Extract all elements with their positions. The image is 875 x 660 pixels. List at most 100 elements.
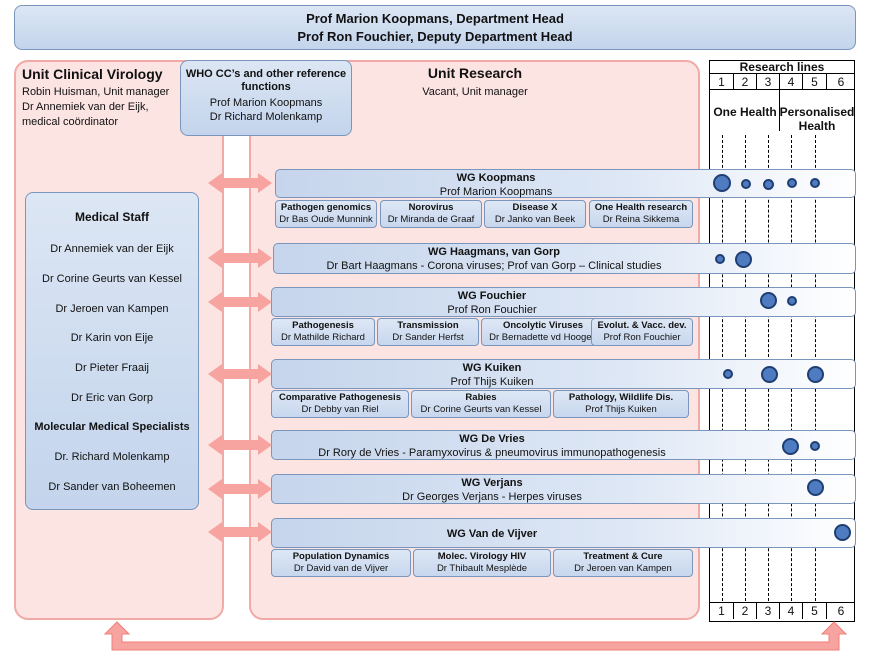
- subgroup-title: One Health research: [594, 202, 688, 213]
- who-title: WHO CC’s and other reference functions: [185, 68, 347, 93]
- working-group-bar: WG Verjans Dr Georges Verjans - Herpes vi…: [271, 474, 856, 504]
- research-line-number-top: 4: [780, 73, 803, 90]
- subgroup-title: Molec. Virology HIV: [437, 551, 527, 562]
- clinical-coordinator-1: Dr Annemiek van der Eijk,: [22, 101, 149, 113]
- personalised-label: Personalised: [779, 105, 855, 119]
- unit-clinical-title: Unit Clinical Virology: [22, 66, 163, 82]
- department-head: Prof Marion Koopmans, Department Head: [306, 11, 564, 26]
- subgroup-box: Pathology, Wildlife Dis.Prof Thijs Kuike…: [553, 390, 689, 418]
- staff-member: Dr Jeroen van Kampen: [55, 303, 169, 315]
- subgroup-title: Pathogenesis: [292, 320, 354, 331]
- research-line-dot: [781, 437, 799, 455]
- working-group-lead: Prof Thijs Kuiken: [450, 376, 534, 388]
- subgroup-title: Norovirus: [408, 202, 454, 213]
- working-group-lead: Dr Georges Verjans - Herpes viruses: [402, 491, 582, 503]
- subgroup-title: Oncolytic Viruses: [502, 320, 584, 331]
- research-line-dot: [759, 291, 777, 309]
- working-group-title: WG Van de Vijver: [446, 528, 538, 540]
- subgroup-lead: Dr Bas Oude Munnink: [279, 214, 373, 225]
- research-line-dot: [741, 179, 751, 189]
- research-line-dot: [760, 365, 778, 383]
- connector-arrow: [208, 248, 272, 268]
- research-line-number-top: 3: [757, 73, 780, 90]
- research-line-number-bottom: 4: [780, 602, 803, 619]
- research-line-dot: [806, 478, 824, 496]
- research-line-dot: [713, 174, 731, 192]
- group-divider: [779, 89, 780, 131]
- subgroup-lead: Dr Bernadette vd Hoogen: [489, 332, 597, 343]
- research-line-number-bottom: 2: [734, 602, 757, 619]
- working-group-title: WG Verjans: [461, 477, 523, 489]
- medical-staff-box: [25, 192, 199, 510]
- subgroup-lead: Dr Debby van Riel: [301, 404, 379, 415]
- working-group-title: WG Koopmans: [456, 172, 536, 184]
- research-line-dot: [723, 369, 733, 379]
- deputy-head: Prof Ron Fouchier, Deputy Department Hea…: [297, 29, 573, 44]
- staff-member: Dr Eric van Gorp: [71, 392, 153, 404]
- subgroup-title: Population Dynamics: [292, 551, 390, 562]
- connector-arrow: [208, 435, 272, 455]
- subgroup-title: Comparative Pathogenesis: [279, 392, 401, 403]
- subgroup-lead: Dr Mathilde Richard: [281, 332, 365, 343]
- research-manager: Vacant, Unit manager: [422, 86, 528, 98]
- subgroup-lead: Prof Thijs Kuiken: [585, 404, 657, 415]
- working-group-title: WG De Vries: [459, 433, 525, 445]
- research-line-number-top: 5: [803, 73, 827, 90]
- department-header: Prof Marion Koopmans, Department Head Pr…: [14, 5, 856, 50]
- research-line-dot: [806, 365, 824, 383]
- research-line-number-top: 2: [734, 73, 757, 90]
- working-group-title: WG Fouchier: [457, 290, 527, 302]
- specialist-member: Dr. Richard Molenkamp: [54, 451, 170, 463]
- subgroup-lead: Dr Thibault Mesplède: [436, 563, 528, 574]
- subgroup-title: Treatment & Cure: [583, 551, 663, 562]
- research-line-dot: [810, 178, 820, 188]
- working-group-lead: Prof Marion Koopmans: [439, 186, 553, 198]
- staff-member: Dr Corine Geurts van Kessel: [42, 273, 182, 285]
- subgroup-lead: Prof Ron Fouchier: [603, 332, 681, 343]
- subgroup-title: Pathology, Wildlife Dis.: [568, 392, 674, 403]
- working-group-bar: WG Van de Vijver: [271, 518, 856, 548]
- research-line-dot: [833, 523, 851, 541]
- working-group-lead: Dr Bart Haagmans - Corona viruses; Prof …: [326, 260, 662, 272]
- subgroup-lead: Dr Jeroen van Kampen: [574, 563, 672, 574]
- research-lines-title: Research lines: [739, 60, 825, 74]
- subgroup-title: Evolut. & Vacc. dev.: [597, 320, 687, 331]
- trunk-connector: [224, 130, 249, 640]
- clinical-manager: Robin Huisman, Unit manager: [22, 86, 170, 98]
- personalised-health-label: Personalised Health: [779, 105, 855, 133]
- staff-member: Dr Annemiek van der Eijk: [50, 243, 174, 255]
- who-person-2: Dr Richard Molenkamp: [209, 111, 323, 123]
- connector-arrow: [208, 173, 272, 193]
- subgroup-lead: Dr Corine Geurts van Kessel: [420, 404, 542, 415]
- specialists-title: Molecular Medical Specialists: [34, 421, 190, 433]
- research-line-number-top: 1: [710, 73, 734, 90]
- who-person-1: Prof Marion Koopmans: [209, 97, 323, 109]
- unit-research-title: Unit Research: [427, 65, 523, 81]
- staff-member: Dr Karin von Eije: [70, 332, 154, 344]
- subgroup-lead: Dr Reina Sikkema: [602, 214, 680, 225]
- research-line-dot: [787, 296, 797, 306]
- connector-arrow: [208, 479, 272, 499]
- who-box: WHO CC’s and other reference functions P…: [180, 60, 352, 136]
- medical-staff-title: Medical Staff: [74, 210, 149, 224]
- bottom-connector-arrow: [103, 621, 848, 651]
- subgroup-title: Pathogen genomics: [280, 202, 372, 213]
- subgroup-title: Transmission: [397, 320, 459, 331]
- research-line-number-bottom: 5: [803, 602, 827, 619]
- research-line-number-top: 6: [827, 73, 855, 90]
- research-line-dot: [810, 441, 820, 451]
- subgroup-lead: Dr Janko van Beek: [494, 214, 576, 225]
- connector-arrow: [208, 364, 272, 384]
- connector-arrow: [208, 522, 272, 542]
